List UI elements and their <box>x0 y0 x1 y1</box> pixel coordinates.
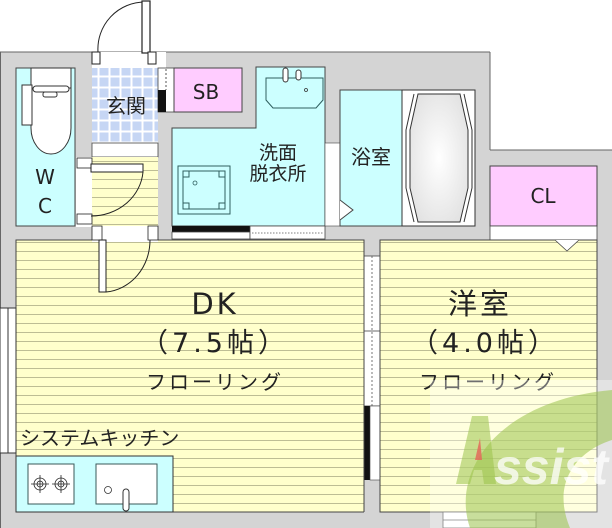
washroom-label-1: 洗面 <box>258 142 297 164</box>
western-room-floor-label: フローリング <box>419 370 557 394</box>
washbasin-icon <box>265 67 324 109</box>
dk-name-label: DK <box>191 287 239 321</box>
dk-window <box>0 307 17 454</box>
kitchen-counter <box>15 455 174 513</box>
bathtub-icon <box>405 93 473 223</box>
stove-icon <box>27 463 75 505</box>
dining-kitchen-room <box>0 225 365 513</box>
toilet-room <box>15 67 76 227</box>
dk-floor-label: フローリング <box>146 370 284 394</box>
western-room-name-label: 洋室 <box>447 287 512 321</box>
washing-machine-icon <box>177 165 231 215</box>
corridor <box>76 142 159 227</box>
washroom-label-2: 脱衣所 <box>249 163 307 185</box>
bathroom-label: 浴室 <box>351 145 391 169</box>
closet-label: CL <box>530 184 556 208</box>
dk-door[interactable] <box>91 225 159 293</box>
shoe-box-label: SB <box>192 80 220 104</box>
entrance-label: 玄関 <box>106 94 146 118</box>
toilet-label-c: C <box>38 194 52 218</box>
western-room-window <box>442 511 537 528</box>
shoe-box <box>157 67 243 113</box>
bathroom <box>324 89 476 227</box>
sink-icon <box>95 463 158 512</box>
toilet-icon <box>21 67 72 155</box>
washroom <box>171 66 326 240</box>
toilet-label-w: W <box>35 165 55 189</box>
entrance-floor <box>92 68 158 143</box>
toilet-door[interactable] <box>76 157 144 225</box>
partition-wall <box>363 240 381 528</box>
kitchen-label: システムキッチン <box>20 426 180 450</box>
western-room-size-label: （4.0帖） <box>411 328 559 359</box>
dk-size-label: （7.5帖） <box>141 328 289 359</box>
closet <box>489 165 598 241</box>
entrance-door[interactable] <box>91 0 166 68</box>
